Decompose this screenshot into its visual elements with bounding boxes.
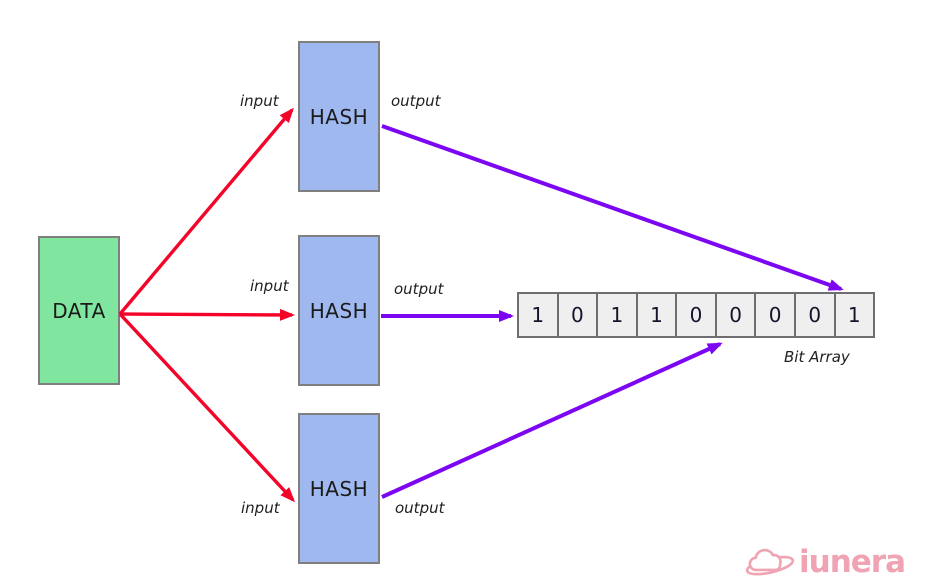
data-box: DATA <box>38 236 120 385</box>
arrow-output-top <box>381 124 844 291</box>
bit-array-label: Bit Array <box>784 348 850 366</box>
output-label-bottom: output <box>395 499 445 517</box>
bit-cell: 0 <box>756 294 796 336</box>
bit-cell: 0 <box>558 294 599 336</box>
bit-cell: 1 <box>835 294 874 336</box>
bit-array: 1 0 1 1 0 0 0 0 1 <box>517 292 875 338</box>
arrow-output-bottom <box>381 342 723 499</box>
bit-cell: 0 <box>677 294 717 336</box>
hash-box-top-label: HASH <box>309 104 369 129</box>
arrow-input-middle <box>119 308 295 321</box>
hash-box-top: HASH <box>298 41 380 192</box>
input-label-top: input <box>240 92 279 110</box>
output-label-top: output <box>391 92 441 110</box>
input-label-bottom: input <box>241 499 280 517</box>
input-label-middle: input <box>250 277 289 295</box>
bit-cell: 0 <box>716 294 757 336</box>
data-box-label: DATA <box>52 298 106 323</box>
bit-cell: 1 <box>519 294 559 336</box>
hash-box-middle: HASH <box>298 235 380 386</box>
output-label-middle: output <box>394 280 444 298</box>
arrow-input-bottom <box>118 312 296 503</box>
bit-cell: 1 <box>598 294 638 336</box>
logo-text: iunera <box>799 543 906 580</box>
hash-box-bottom: HASH <box>298 413 380 564</box>
hash-box-middle-label: HASH <box>309 298 369 323</box>
cloud-ring-icon <box>745 548 795 576</box>
bit-cell: 0 <box>795 294 836 336</box>
hash-box-bottom-label: HASH <box>309 476 369 501</box>
bit-cell: 1 <box>637 294 678 336</box>
iunera-logo: iunera <box>744 543 906 582</box>
